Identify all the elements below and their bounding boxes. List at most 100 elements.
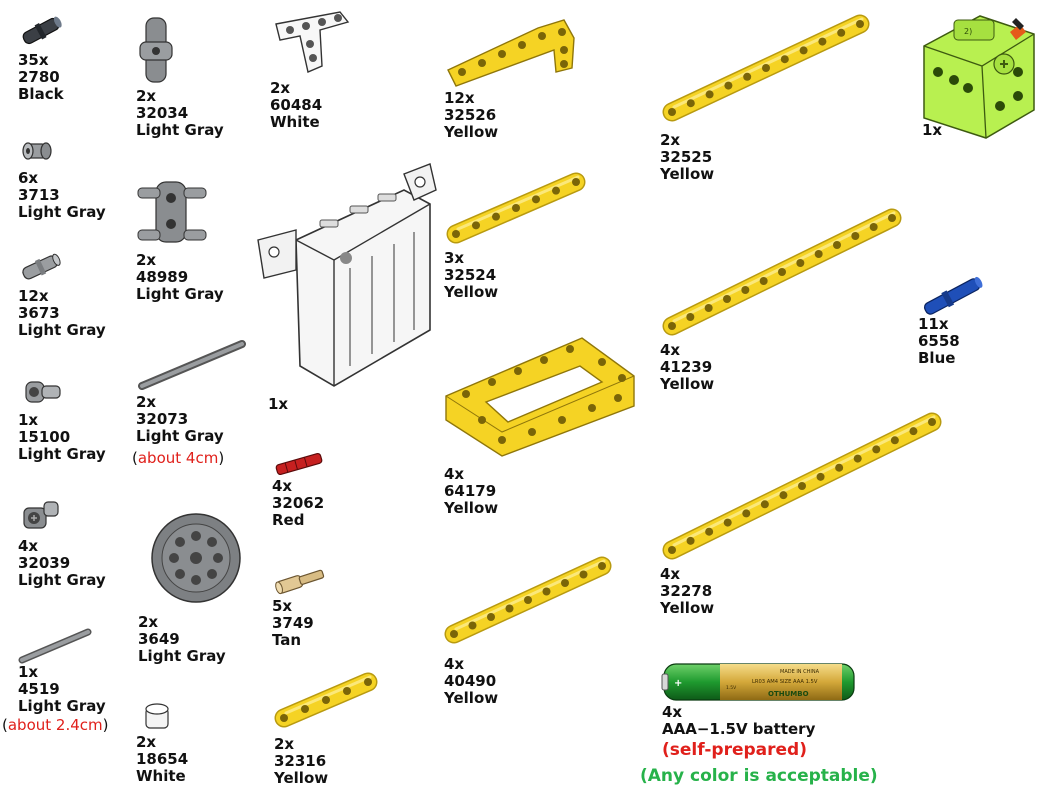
part-number: 32034 (136, 104, 189, 122)
beam-hole (796, 259, 805, 267)
beam-hole (705, 90, 714, 99)
beam-hole (512, 204, 520, 212)
battery-brand: OTHUMBO (768, 690, 809, 698)
beam-hole (837, 28, 846, 37)
part-qty: 4x (272, 477, 293, 495)
beam-hole (704, 304, 713, 312)
beam-hole (856, 20, 864, 28)
part-color: Yellow (660, 375, 715, 393)
yellow-beam-13-image (662, 208, 902, 336)
part-3749: 5x 3749 Tan (266, 562, 396, 662)
part-color: Light Gray (18, 321, 106, 339)
part-qty: 1x (922, 121, 943, 139)
beam-hole (468, 621, 477, 630)
black-pin-image (22, 16, 62, 45)
part-60484: 2x 60484 White (266, 0, 416, 140)
part-number: 40490 (444, 672, 497, 690)
part-color: Red (272, 511, 305, 529)
part-number: 15100 (18, 428, 71, 446)
beam-hole (759, 277, 768, 285)
part-number: 64179 (444, 482, 497, 500)
part-qty: 1x (268, 395, 289, 413)
beam-hole (851, 232, 860, 240)
yellow-beam-7-image (446, 172, 586, 244)
beam-hole (343, 687, 351, 695)
white-bush-image (145, 703, 169, 729)
part-number: 60484 (270, 96, 323, 114)
part-color: Light Gray (138, 647, 226, 665)
part-qty: 4x (660, 565, 681, 583)
part-4519: 1x 4519 Light Gray (about 2.4cm) (0, 620, 140, 740)
beam-hole (686, 536, 695, 545)
part-motor: 2) 1x (916, 10, 1048, 150)
part-qty: 12x (18, 287, 49, 305)
beam-hole (741, 286, 750, 294)
part-number: 3673 (18, 304, 60, 322)
note-open: ( (2, 716, 8, 734)
yellow-beam-15-image (662, 412, 942, 560)
beam-hole (723, 518, 732, 527)
beam-hole (833, 241, 841, 249)
beam-hole (888, 214, 896, 222)
any-color-note: (Any color is acceptable) (640, 766, 878, 786)
part-battery-box: 1x (250, 158, 450, 418)
part-18654: 2x 18654 White (130, 696, 260, 796)
beam-hole (814, 250, 823, 258)
part-32034: 2x 32034 Light Gray (130, 0, 260, 140)
part-color: Blue (918, 349, 956, 367)
part-number: 4519 (18, 680, 60, 698)
part-32073: 2x 32073 Light Gray (about 4cm) (130, 336, 270, 476)
beam-hole (561, 579, 569, 587)
part-qty: 2x (136, 393, 157, 411)
part-32062: 4x 32062 Red (266, 446, 396, 546)
beam-hole (532, 195, 540, 204)
battery-made: MADE IN CHINA (780, 669, 820, 675)
part-color: Yellow (444, 283, 499, 301)
part-number: 32316 (274, 752, 327, 770)
part-qty: 1x (18, 663, 39, 681)
part-32525: 2x 32525 Yellow (656, 10, 916, 190)
yellow-beam-11-image (662, 14, 870, 122)
beam-hole (818, 37, 827, 46)
beam-hole (890, 436, 899, 445)
beam-hole (524, 596, 532, 604)
part-48989: 2x 48989 Light Gray (130, 170, 260, 310)
part-3649: 2x 3649 Light Gray (130, 498, 270, 678)
part-number: 32525 (660, 148, 713, 166)
part-color: Yellow (444, 689, 499, 707)
part-number: 32039 (18, 554, 71, 572)
beam-hole (909, 427, 918, 436)
part-32526: 12x 32526 Yellow (440, 10, 600, 141)
svg-text:+: + (674, 678, 682, 689)
beam-hole (928, 418, 936, 426)
part-32316: 2x 32316 Yellow (266, 666, 416, 796)
svg-text:2): 2) (964, 27, 972, 36)
yellow-beam-9-image (444, 556, 612, 644)
length-note: about 4cm (137, 449, 219, 467)
note-close: ) (102, 716, 109, 734)
beam-hole (552, 186, 560, 195)
part-color: Light Gray (18, 445, 106, 463)
beam-hole (816, 472, 825, 481)
beam-hole (452, 230, 460, 238)
part-qty: 2x (274, 735, 295, 753)
beam-hole (799, 46, 808, 55)
part-qty: 4x (660, 341, 681, 359)
battery-box-image (257, 163, 437, 387)
part-2780: 35x 2780 Black (0, 0, 130, 110)
part-qty: 2x (138, 613, 159, 631)
length-note: about 2.4cm (7, 716, 103, 734)
beam-hole (723, 295, 731, 303)
part-color: Yellow (444, 123, 499, 141)
beam-hole (686, 99, 695, 108)
battery-size: LR03 AM4 SIZE AAA 1.5V (752, 679, 818, 685)
note-open: ( (132, 449, 138, 467)
battery-aaa: + MADE IN CHINA LR03 AM4 SIZE AAA 1.5V 1… (636, 660, 936, 796)
part-qty: 4x (444, 655, 465, 673)
angle-connector-image (139, 17, 173, 83)
part-number: 32062 (272, 494, 325, 512)
part-3673: 12x 3673 Light Gray (0, 248, 130, 348)
beam-hole (668, 546, 676, 554)
white-t-beam-image (275, 11, 350, 73)
part-32524: 3x 32524 Yellow (440, 166, 610, 306)
